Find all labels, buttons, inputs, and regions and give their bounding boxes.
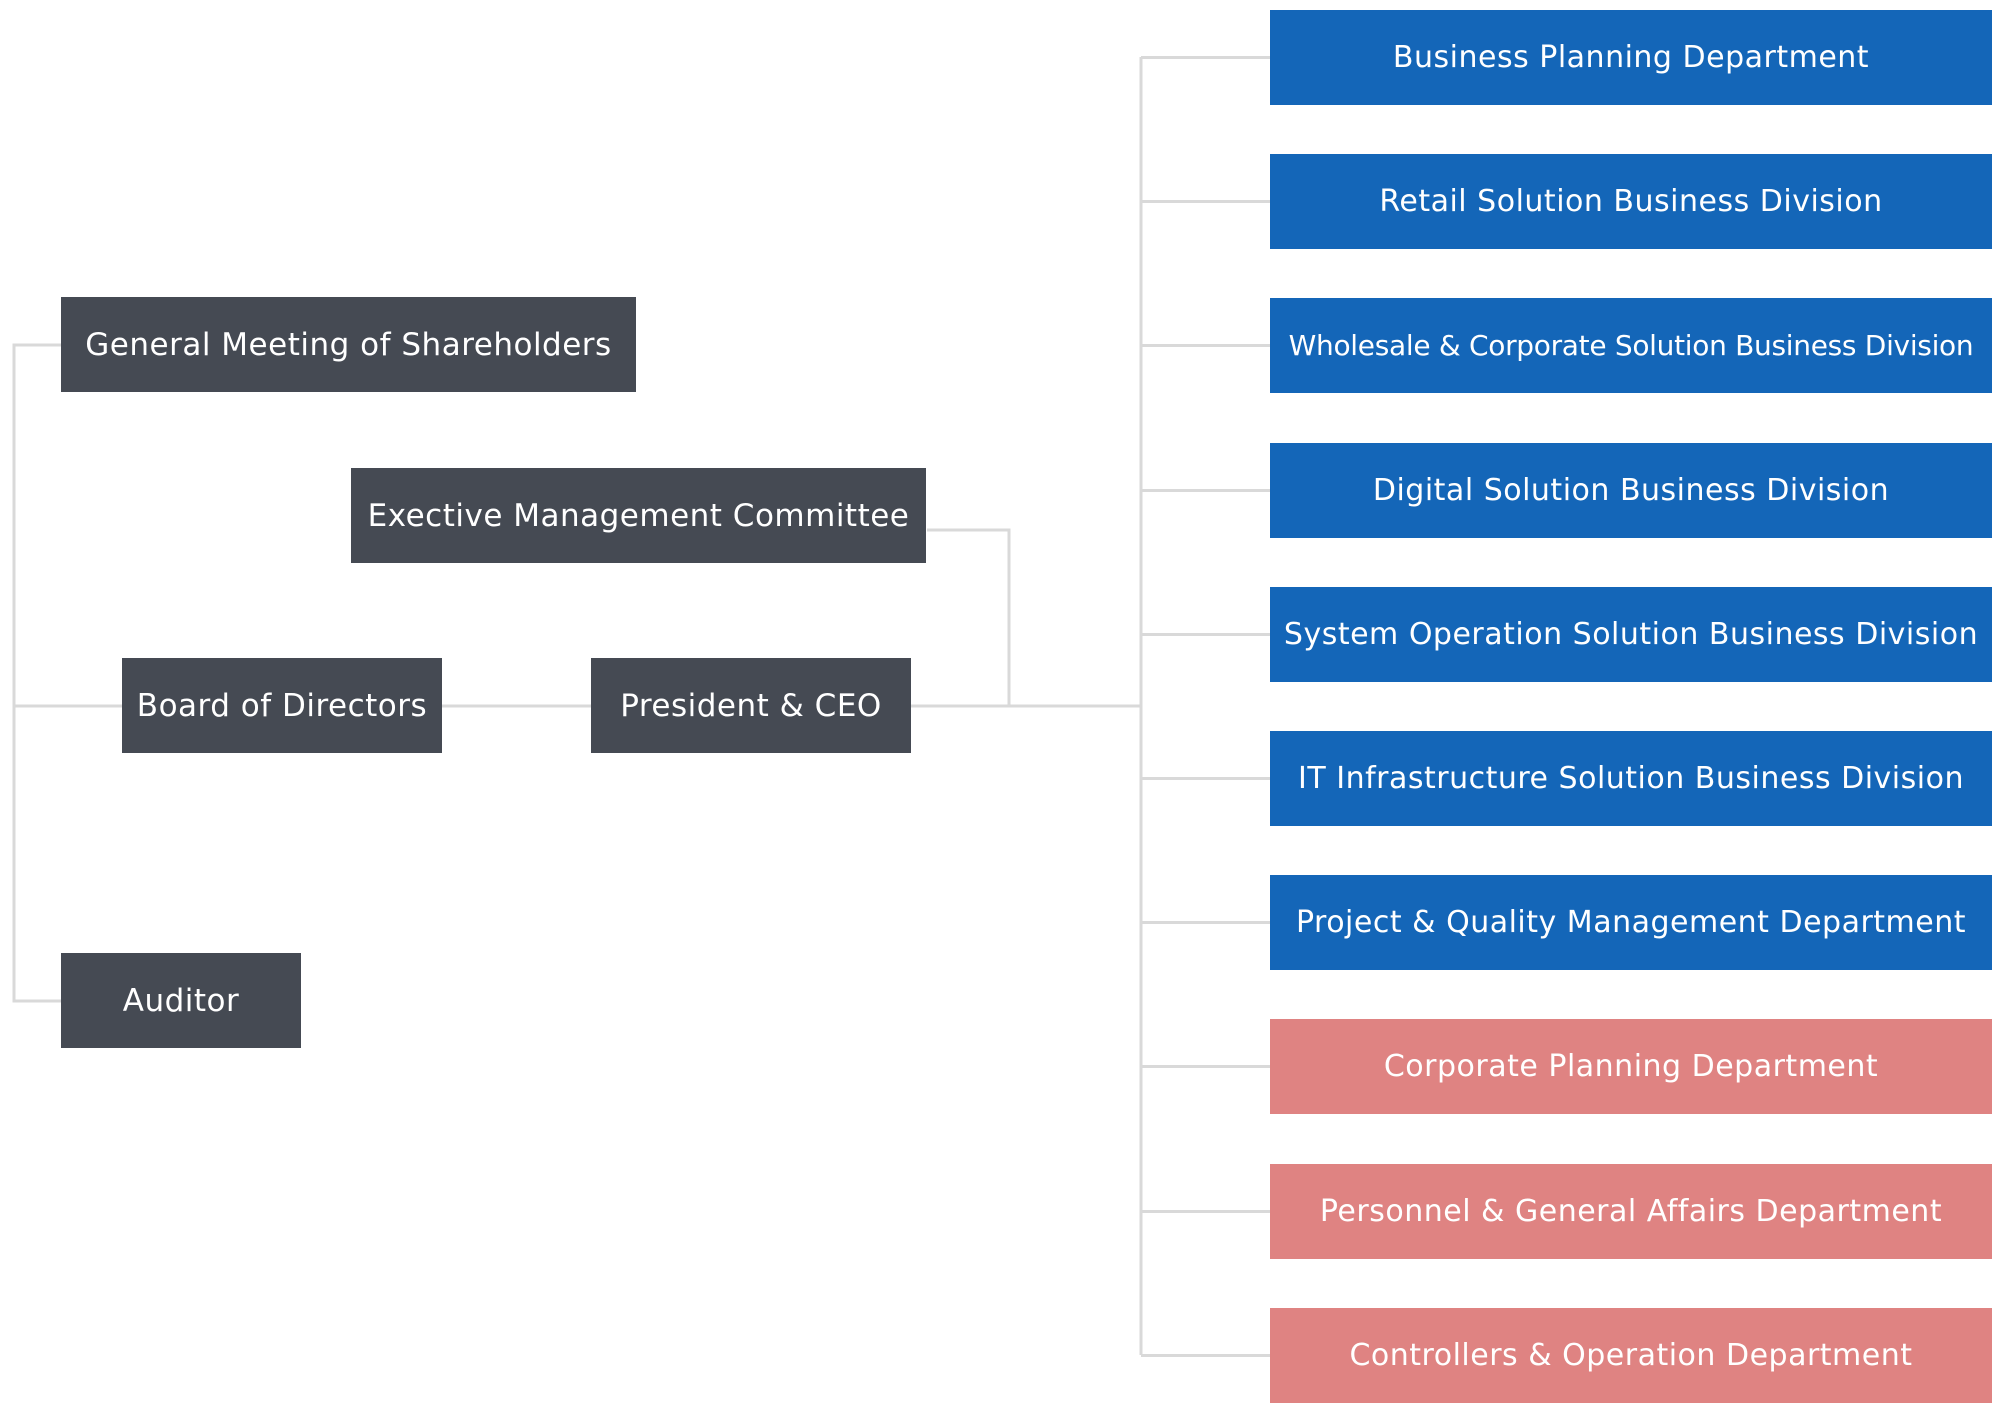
- auditor-box: Auditor: [61, 953, 301, 1048]
- department-label: System Operation Solution Business Divis…: [1283, 617, 1979, 652]
- department-label: Project & Quality Management Department: [1295, 905, 1967, 940]
- department-box: Digital Solution Business Division: [1270, 443, 1992, 538]
- board-of-directors-box: Board of Directors: [122, 658, 442, 753]
- department-box: Wholesale & Corporate Solution Business …: [1270, 298, 1992, 393]
- department-label: Business Planning Department: [1392, 40, 1870, 75]
- president-ceo-box: President & CEO: [591, 658, 911, 753]
- department-label: Digital Solution Business Division: [1372, 473, 1890, 508]
- shareholders-label: General Meeting of Shareholders: [85, 326, 612, 363]
- department-label: Controllers & Operation Department: [1349, 1338, 1913, 1373]
- department-box: Controllers & Operation Department: [1270, 1308, 1992, 1403]
- department-box: Corporate Planning Department: [1270, 1019, 1992, 1114]
- auditor-label: Auditor: [122, 982, 240, 1019]
- department-box: System Operation Solution Business Divis…: [1270, 587, 1992, 682]
- general-meeting-of-shareholders-box: General Meeting of Shareholders: [61, 297, 636, 392]
- department-box: Business Planning Department: [1270, 10, 1992, 105]
- department-label: Retail Solution Business Division: [1379, 184, 1883, 219]
- executive-management-committee-box: Exective Management Committee: [351, 468, 926, 563]
- connector-committee-to-trunk: [927, 528, 1011, 706]
- department-box: Personnel & General Affairs Department: [1270, 1164, 1992, 1259]
- board-label: Board of Directors: [136, 687, 428, 724]
- department-box: IT Infrastructure Solution Business Divi…: [1270, 731, 1992, 826]
- department-box: Retail Solution Business Division: [1270, 154, 1992, 249]
- department-label: IT Infrastructure Solution Business Divi…: [1298, 761, 1964, 796]
- department-box: Project & Quality Management Department: [1270, 875, 1992, 970]
- president-label: President & CEO: [620, 687, 882, 724]
- department-label: Personnel & General Affairs Department: [1319, 1194, 1943, 1229]
- department-label: Wholesale & Corporate Solution Business …: [1288, 329, 1974, 362]
- connector-governance-bracket: [12, 343, 61, 1003]
- exec-committee-label: Exective Management Committee: [367, 497, 910, 534]
- department-label: Corporate Planning Department: [1383, 1049, 1879, 1084]
